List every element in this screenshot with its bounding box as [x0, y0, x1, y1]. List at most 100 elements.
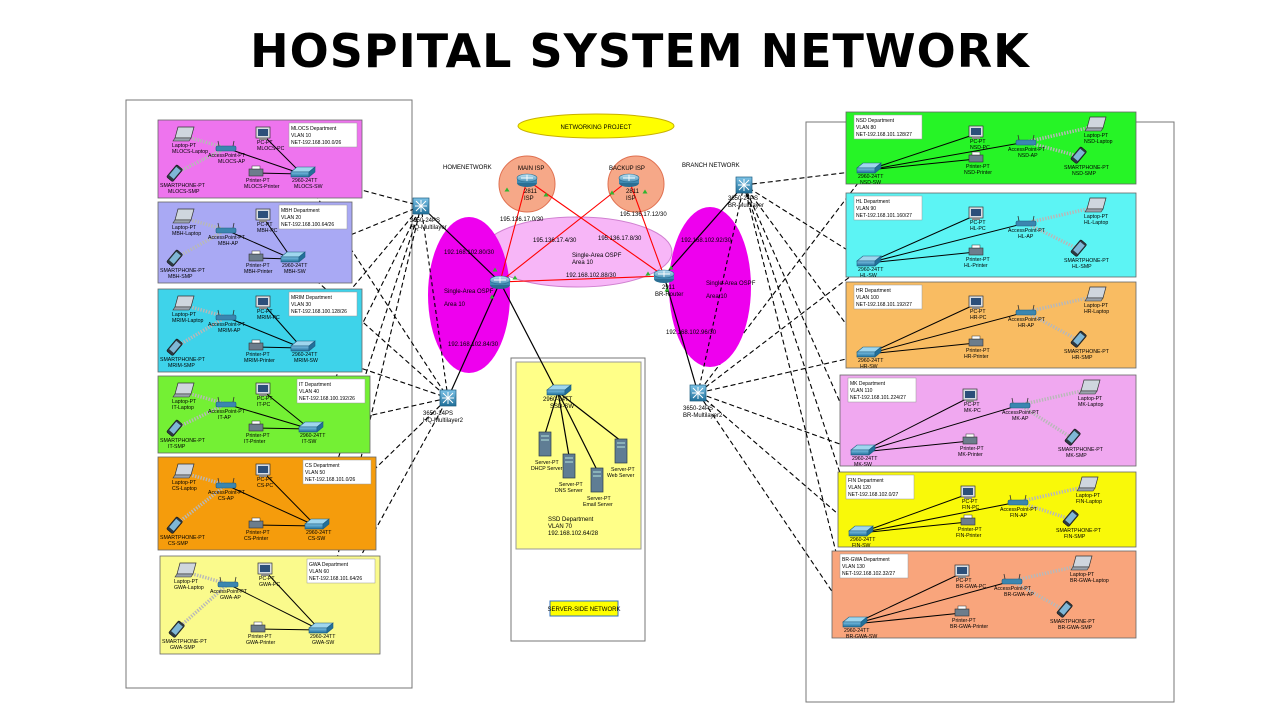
- switch-name-label: NSD-SW: [860, 180, 881, 186]
- dept-wired-link: [225, 484, 317, 527]
- department-info-line: CS Department: [305, 463, 340, 469]
- dept-wired-link: [853, 572, 963, 625]
- department-info-line: VLAN 50: [305, 470, 325, 476]
- laptop-screen: [1086, 197, 1107, 210]
- trunk-link: [743, 184, 861, 534]
- phone-type-label: SMARTPHONE-PT: [1058, 447, 1104, 453]
- pc-type-label: PC-PT: [257, 309, 273, 315]
- ap-antenna: [1017, 304, 1020, 311]
- printer-icon: [248, 517, 264, 529]
- pc-screen: [258, 466, 268, 473]
- laptop-name-label: GWA-Laptop: [174, 585, 204, 591]
- laptop-keyboard: [172, 137, 192, 142]
- trunk-link: [697, 353, 869, 394]
- laptop-icon: [1070, 555, 1093, 571]
- laptop-type-label: Laptop-PT: [172, 225, 197, 231]
- phone-name-label: NSD-SMP: [1072, 171, 1096, 177]
- phone-type-label: SMARTPHONE-PT: [162, 639, 208, 645]
- printer-icon: [248, 165, 264, 177]
- switch-front: [304, 523, 324, 530]
- pc-stand: [972, 218, 980, 220]
- ap-type-label: AccessPoint-PT: [1002, 410, 1040, 416]
- dept-switch-icon: [280, 251, 306, 263]
- center-ospf-line-2: Area 10: [572, 260, 594, 266]
- isp-link: [526, 179, 665, 277]
- switch-name-label: FIN-SW: [852, 543, 871, 549]
- laptop-keyboard: [174, 573, 194, 578]
- pc-icon: [960, 485, 976, 499]
- server-name-label: Web Server: [607, 473, 635, 479]
- printer-type-label: Printer-PT: [966, 257, 990, 263]
- server-name-label: Email Server: [583, 502, 613, 508]
- ap-antenna: [232, 477, 235, 484]
- pc-stand: [259, 394, 267, 396]
- dept-wired-link: [867, 158, 977, 171]
- laptop-name-label: HL-Laptop: [1084, 220, 1108, 226]
- wireless-link: [1025, 221, 1079, 251]
- ap-body: [1015, 220, 1037, 227]
- printer-name-label: IT-Printer: [244, 439, 266, 445]
- branch-network-label: BRANCH NETWORK: [682, 163, 740, 169]
- ssd-switch-model: 2960-24TT: [543, 397, 573, 403]
- pc-screen: [965, 391, 975, 398]
- printer-name-label: FIN-Printer: [956, 533, 982, 539]
- printer-type-label: Printer-PT: [958, 527, 982, 533]
- phone-screen: [169, 518, 181, 531]
- ap-body: [215, 401, 237, 408]
- multilayer-link: [420, 205, 449, 399]
- department-info-line: NET-192.168.101.160/27: [856, 213, 912, 219]
- pc-type-label: PC-PT: [259, 576, 275, 582]
- ap-type-label: AccessPoint-PT: [994, 586, 1032, 592]
- laptop-keyboard: [172, 219, 192, 224]
- dept-wired-link: [262, 303, 303, 349]
- printer-paper: [251, 339, 261, 344]
- switch-side: [874, 162, 882, 174]
- ap-name-label: MK-AP: [1012, 416, 1029, 422]
- laptop-name-label: CS-Laptop: [172, 486, 197, 492]
- ap-type-label: AccessPoint-PT: [208, 322, 246, 328]
- switch-name-label: IT-SW: [302, 439, 317, 445]
- smartphone-icon: [1070, 239, 1087, 257]
- switch-side: [866, 525, 874, 537]
- department-info-line: NET-192.168.100.64/26: [281, 222, 334, 228]
- printer-name-label: MLOCS-Printer: [244, 184, 280, 190]
- laptop-type-label: Laptop-PT: [172, 143, 197, 149]
- laptop-type-label: Laptop-PT: [1084, 133, 1109, 139]
- laptop-keyboard: [1084, 127, 1104, 132]
- smartphone-icon: [166, 516, 183, 534]
- hq-multilayer2-name: HQ-Multilayer2: [423, 418, 464, 424]
- department-info-box: [845, 474, 915, 500]
- laptop-icon: [1078, 379, 1101, 395]
- dept-wired-link: [264, 570, 321, 631]
- smartphone-icon: [166, 164, 183, 182]
- dept-wired-link: [867, 251, 977, 264]
- center-ospf-line-1: Single-Area OSPF: [572, 253, 622, 259]
- switch-model-label: 2960-24TT: [858, 174, 884, 180]
- wireless-link: [1019, 403, 1073, 440]
- ap-antenna: [1032, 304, 1035, 311]
- department-info-line: VLAN 90: [856, 206, 876, 212]
- department-info-box: [288, 122, 358, 148]
- ap-name-label: NSD-AP: [1018, 153, 1038, 159]
- switch-front: [848, 530, 868, 537]
- switch-side: [860, 616, 868, 628]
- server-link: [557, 391, 622, 442]
- wireless-link: [1011, 563, 1083, 583]
- smartphone-icon: [166, 419, 183, 437]
- ssd-info-line-3: 192.168.102.64/28: [548, 531, 599, 537]
- pc-screen: [258, 211, 268, 218]
- right-ospf-zone: [669, 207, 751, 367]
- access-point-icon: [1001, 573, 1023, 585]
- pc-type-label: PC-PT: [257, 140, 273, 146]
- dept-wired-link: [227, 583, 321, 631]
- trunk-link: [315, 397, 449, 527]
- printer-name-label: HL-Printer: [964, 263, 988, 269]
- access-point-icon: [215, 396, 237, 408]
- phone-name-label: MBH-SMP: [168, 274, 193, 280]
- switch-side: [868, 444, 876, 456]
- department-info-line: MBH Department: [281, 208, 320, 214]
